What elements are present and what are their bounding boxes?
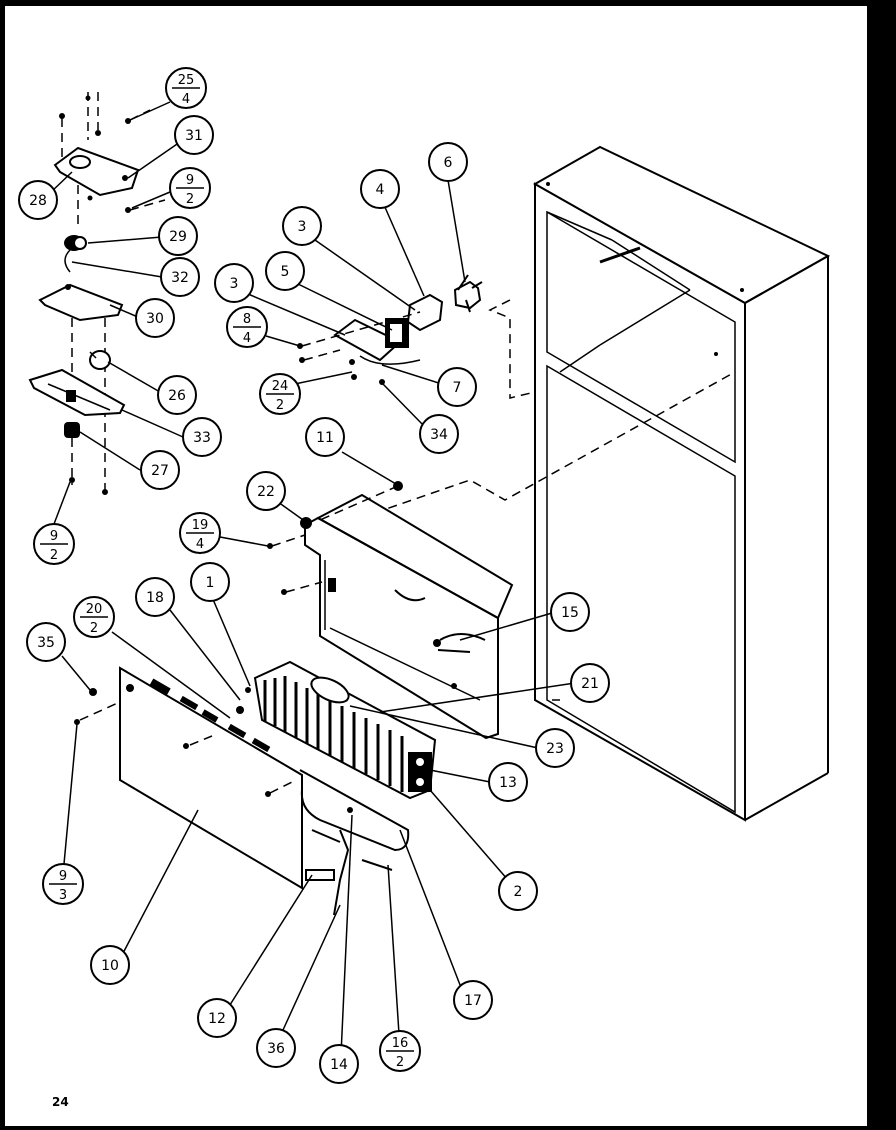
callout-c9-2b: 9 2 <box>33 523 75 565</box>
callout-c32: 32 <box>160 257 200 297</box>
callout-c3a-label: 3 <box>298 219 307 235</box>
callout-c31: 31 <box>174 115 214 155</box>
callout-c35: 35 <box>26 622 66 662</box>
callout-c26-label: 26 <box>168 388 186 404</box>
callout-c19-4: 19 4 <box>179 512 221 554</box>
callout-c27-label: 27 <box>151 463 169 479</box>
callout-c34: 34 <box>419 414 459 454</box>
callout-c15-label: 15 <box>561 605 579 621</box>
callout-c15: 15 <box>550 592 590 632</box>
callout-c20-2-den: 2 <box>90 621 98 636</box>
callout-c19-4-num: 19 <box>192 518 209 533</box>
evaporator-cover <box>267 481 514 740</box>
evaporator-coil-panel <box>74 660 437 916</box>
callout-c7: 7 <box>437 367 477 407</box>
callout-c21-label: 21 <box>581 676 599 692</box>
callout-c9-2a: 9 2 <box>169 167 211 209</box>
callout-c6: 6 <box>428 142 468 182</box>
callout-c13-label: 13 <box>499 775 517 791</box>
callout-c9-2a-num: 9 <box>186 173 194 188</box>
callout-c7-label: 7 <box>453 380 462 396</box>
callout-c17-label: 17 <box>464 993 482 1009</box>
callout-c25-4-den: 4 <box>182 92 190 107</box>
control-assembly <box>28 92 166 495</box>
callout-c23-label: 23 <box>546 741 564 757</box>
leader-lines <box>49 101 576 1056</box>
callout-c24-2: 24 2 <box>259 373 301 415</box>
callout-c18-label: 18 <box>146 590 164 606</box>
callout-c23: 23 <box>535 728 575 768</box>
callout-c25-4-num: 25 <box>178 73 195 88</box>
callout-c1-label: 1 <box>206 575 215 591</box>
callout-c11: 11 <box>305 417 345 457</box>
fan-motor-assembly <box>297 274 483 385</box>
callout-c9-3: 9 3 <box>42 863 84 905</box>
callout-c20-2-num: 20 <box>86 602 103 617</box>
callout-c33: 33 <box>182 417 222 457</box>
callout-c9-2b-num: 9 <box>50 529 58 544</box>
callout-c35-label: 35 <box>37 635 55 651</box>
callout-c4-label: 4 <box>376 182 385 198</box>
callout-c5: 5 <box>265 251 305 291</box>
callout-c36: 36 <box>256 1028 296 1068</box>
callout-c16-2-den: 2 <box>396 1055 404 1070</box>
callout-c28: 28 <box>18 180 58 220</box>
callout-c12: 12 <box>197 998 237 1038</box>
callout-c14-label: 14 <box>330 1057 348 1073</box>
callout-c33-label: 33 <box>193 430 211 446</box>
callout-c22-label: 22 <box>257 484 275 500</box>
callout-c29-label: 29 <box>169 229 187 245</box>
callout-c24-2-den: 2 <box>276 398 284 413</box>
callout-c1: 1 <box>190 562 230 602</box>
callout-c16-2-num: 16 <box>392 1036 409 1051</box>
callout-c9-3-den: 3 <box>59 888 67 903</box>
callout-c25-4: 25 4 <box>165 67 207 109</box>
callout-c4: 4 <box>360 169 400 209</box>
callout-c27: 27 <box>140 450 180 490</box>
callout-c21: 21 <box>570 663 610 703</box>
callout-c2-label: 2 <box>514 884 523 900</box>
callout-c17: 17 <box>453 980 493 1020</box>
callout-c26: 26 <box>157 375 197 415</box>
callout-c18: 18 <box>135 577 175 617</box>
callout-c3b: 3 <box>214 263 254 303</box>
callout-c9-2b-den: 2 <box>50 548 58 563</box>
callout-c36-label: 36 <box>267 1041 285 1057</box>
callout-c10-label: 10 <box>101 958 119 974</box>
callout-c6-label: 6 <box>444 155 453 171</box>
callout-c19-4-den: 4 <box>196 537 204 552</box>
callout-c22: 22 <box>246 471 286 511</box>
callout-c29: 29 <box>158 216 198 256</box>
page-number: 24 <box>52 1095 69 1109</box>
callout-c24-2-num: 24 <box>272 379 289 394</box>
callout-c12-label: 12 <box>208 1011 226 1027</box>
refrigerator-cabinet <box>532 145 831 822</box>
callout-c14: 14 <box>319 1044 359 1084</box>
callout-c2: 2 <box>498 871 538 911</box>
callout-c10: 10 <box>90 945 130 985</box>
callout-c13: 13 <box>488 762 528 802</box>
callout-c31-label: 31 <box>185 128 203 144</box>
callout-c34-label: 34 <box>430 427 448 443</box>
callout-c8-4: 8 4 <box>226 306 268 348</box>
callout-c8-4-den: 4 <box>243 331 251 346</box>
callout-c16-2: 16 2 <box>379 1030 421 1072</box>
callout-c30-label: 30 <box>146 311 164 327</box>
callout-c20-2: 20 2 <box>73 596 115 638</box>
callout-c3a: 3 <box>282 206 322 246</box>
callout-c30: 30 <box>135 298 175 338</box>
callout-c11-label: 11 <box>316 430 334 446</box>
callout-c9-3-num: 9 <box>59 869 67 884</box>
callout-c5-label: 5 <box>281 264 290 280</box>
callout-c28-label: 28 <box>29 193 47 209</box>
callout-c32-label: 32 <box>171 270 189 286</box>
callout-c3b-label: 3 <box>230 276 239 292</box>
callout-c9-2a-den: 2 <box>186 192 194 207</box>
callout-c8-4-num: 8 <box>243 312 251 327</box>
